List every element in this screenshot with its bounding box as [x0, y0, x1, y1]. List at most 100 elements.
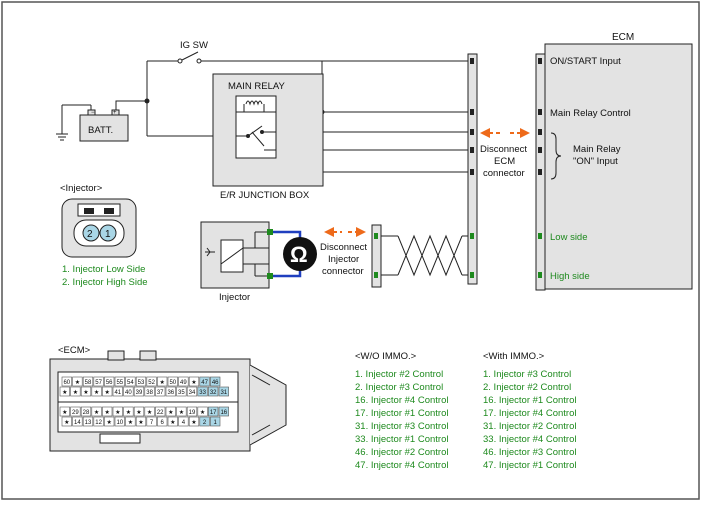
ecm-pin-label: 54 [127, 380, 134, 386]
disconnect-injector-line2: Injector [328, 254, 359, 265]
immo-list-item: 2. Injector #3 Control [355, 382, 443, 393]
ecm-heading: <ECM> [58, 345, 91, 356]
ecm-pin-label: ★ [147, 409, 152, 416]
disconnect-injector-line1: Disconnect [320, 242, 367, 253]
ecm-pin-label: ★ [160, 379, 165, 386]
immo-list-item: 33. Injector #1 Control [355, 434, 448, 445]
ecm-pin-cell [70, 406, 81, 417]
main-relay-on-label: Main Relay [573, 144, 621, 155]
ecm-pin-label: ★ [179, 409, 184, 416]
ecm-pin-cell [199, 416, 210, 427]
ecm-pin-label: 29 [72, 410, 79, 416]
ecm-pin-label: ★ [64, 419, 69, 426]
disconnect-ecm-arrows: Disconnect ECM connector [480, 128, 530, 179]
ecm-pin-label: 47 [201, 380, 208, 386]
ecm-pin-cell [125, 376, 136, 387]
ecm-pin-cell [135, 416, 147, 427]
ecm-pin-label: 55 [116, 380, 123, 386]
high-side-label: High side [550, 271, 590, 282]
ecm-pin-cell [186, 386, 198, 397]
ecm-pin-label: 39 [136, 390, 143, 396]
ecm-pin-cell [93, 376, 104, 387]
ecm-pin-label: 50 [169, 380, 176, 386]
battery: − + BATT. [79, 109, 129, 142]
immo-list-item: 16. Injector #1 Control [483, 395, 576, 406]
without-immo-title: <W/O IMMO.> [355, 351, 417, 362]
ecm-pin-label: 33 [199, 390, 206, 396]
ecm-pin-cell [133, 386, 145, 397]
ecm-pin-cell [133, 406, 145, 417]
immo-list-item: 31. Injector #3 Control [355, 421, 448, 432]
ecm-pin-label: 58 [85, 380, 92, 386]
ecm-pin-cell [70, 386, 81, 397]
ig-switch: IG SW [177, 40, 208, 64]
ecm-title: ECM [612, 32, 634, 43]
ecm-pin-cell [165, 406, 176, 417]
ig-sw-label: IG SW [180, 40, 208, 51]
ecm-pin-label: ★ [73, 389, 78, 396]
ecm-pin-cell [102, 406, 113, 417]
immo-list-item: 33. Injector #4 Control [483, 434, 576, 445]
ecm-pin-cell [102, 386, 113, 397]
immo-list-item: 16. Injector #4 Control [355, 395, 448, 406]
ecm-pin-label: 57 [95, 380, 102, 386]
ecm-pin-cell [218, 386, 229, 397]
main-relay [235, 95, 277, 159]
ecm-pin-label: 2 [203, 420, 207, 426]
ecm-pin-cell [155, 406, 166, 417]
ecm-pin-label: ★ [115, 409, 120, 416]
ohmmeter: Ω [273, 230, 317, 278]
ecm-pin-cell [59, 386, 70, 397]
ecm-pin-cell [114, 416, 125, 427]
ecm-pin-cell [178, 376, 189, 387]
ecm-pin-cell [197, 386, 208, 397]
ecm-pin-cell [114, 376, 125, 387]
ecm-harness-connector [467, 53, 478, 285]
ecm-pin-cell [188, 416, 200, 427]
ecm-pin-label: 60 [63, 380, 70, 386]
ecm-pin-cell [218, 406, 229, 417]
ecm-pin-label: ★ [62, 409, 67, 416]
immo-list-item: 1. Injector #3 Control [483, 369, 571, 380]
immo-list-item: 47. Injector #1 Control [483, 460, 576, 471]
ecm-pin-cell [178, 416, 189, 427]
injector-pin-2: 2 [87, 229, 93, 240]
injector: Injector [200, 221, 273, 303]
ecm-pin-cell [80, 406, 92, 417]
immo-list-item: 47. Injector #4 Control [355, 460, 448, 471]
ecm-pin-label: ★ [126, 409, 131, 416]
ecm-pin-cell [72, 376, 83, 387]
ecm-pin-cell [112, 406, 123, 417]
immo-list-item: 17. Injector #1 Control [355, 408, 448, 419]
ecm-pin-cell [104, 416, 115, 427]
ecm-pin-cell [72, 416, 83, 427]
main-relay-label: MAIN RELAY [228, 81, 286, 92]
ecm-pin-cell [208, 386, 219, 397]
er-junction-box: MAIN RELAY E/R JUNCTION BOX [212, 73, 324, 201]
ecm-pin-cell [146, 416, 157, 427]
ecm-pin-cell [93, 416, 104, 427]
ecm-pin-cell [91, 386, 102, 397]
ground-icon [56, 104, 92, 141]
ecm-pin-label: 52 [148, 380, 155, 386]
ecm-pin-label: 53 [138, 380, 145, 386]
ecm-pin-label: 32 [210, 390, 217, 396]
ecm-box: ECM ON/START Input Main Relay Control Ma… [544, 32, 693, 290]
ecm-pin-label: ★ [105, 409, 110, 416]
svg-text:+: + [113, 110, 117, 116]
ecm-pin-label: 41 [114, 390, 121, 396]
low-side-label: Low side [550, 232, 588, 243]
immo-list-item: 17. Injector #4 Control [483, 408, 576, 419]
ecm-pin-cell [104, 376, 115, 387]
ecm-pin-label: 36 [167, 390, 174, 396]
ecm-pin-label: ★ [94, 389, 99, 396]
ecm-pin-cell [210, 416, 221, 427]
ecm-pin-cell [157, 416, 168, 427]
ecm-pin-cell [155, 386, 166, 397]
ecm-pin-cell [167, 376, 178, 387]
